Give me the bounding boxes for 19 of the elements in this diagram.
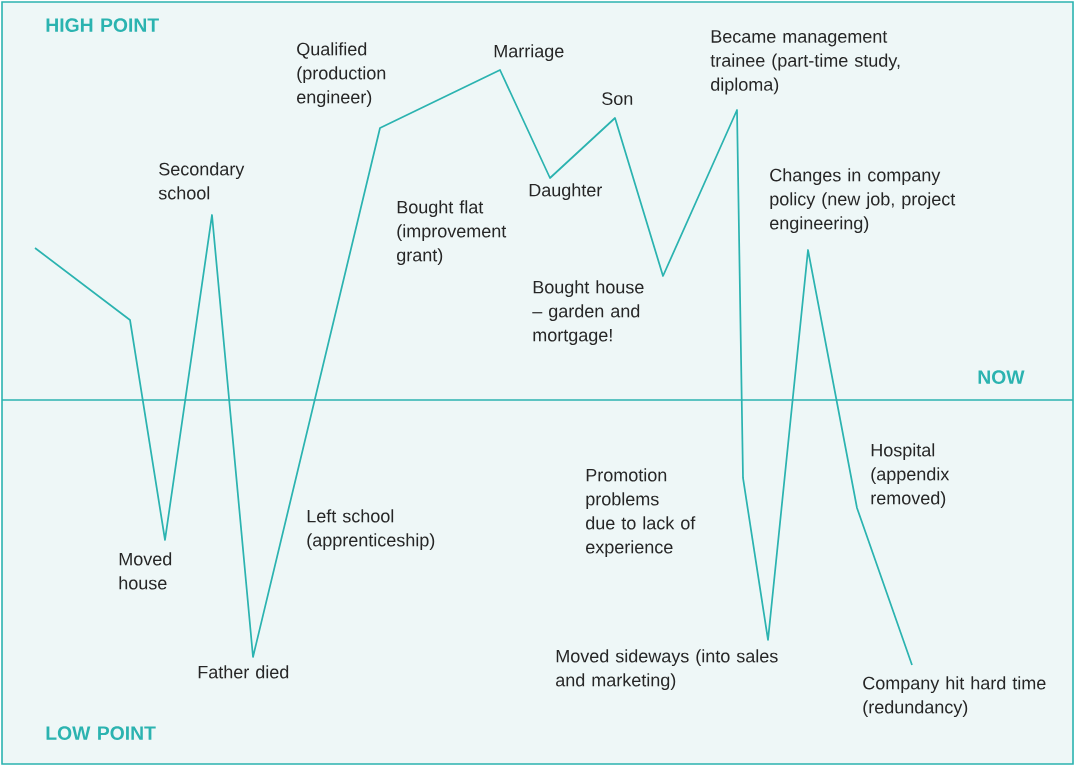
event-label: Promotion problems due to lack of experience	[586, 468, 696, 558]
event-label: Hospital (appendix removed)	[871, 443, 950, 509]
event-label: Moved house	[119, 552, 172, 590]
event-label: Bought house – garden and mortgage!	[532, 280, 644, 346]
event-label: Changes in company policy (new job, project engineering)	[770, 168, 956, 234]
event-label: Father died	[198, 665, 289, 679]
event-label: Left school (apprenticeship)	[307, 509, 435, 551]
event-label: Marriage	[494, 44, 564, 62]
event-label: Became management trainee (part-time study, diploma)	[710, 30, 900, 95]
axis-label: LOW POINT	[46, 726, 156, 740]
event-label: Moved sideways (into sales and marketing)	[556, 649, 778, 691]
event-label: Son	[602, 92, 633, 105]
event-label: Bought flat (improvement grant)	[397, 200, 507, 266]
event-label: Secondary school	[158, 162, 245, 200]
event-label: Qualified (production engineer)	[297, 42, 386, 108]
event-label: Company hit hard time (redundancy)	[863, 676, 1046, 718]
axis-label: HIGH POINT	[46, 18, 159, 32]
event-label: Daughter	[529, 183, 602, 201]
axis-label: NOW	[978, 370, 1025, 384]
